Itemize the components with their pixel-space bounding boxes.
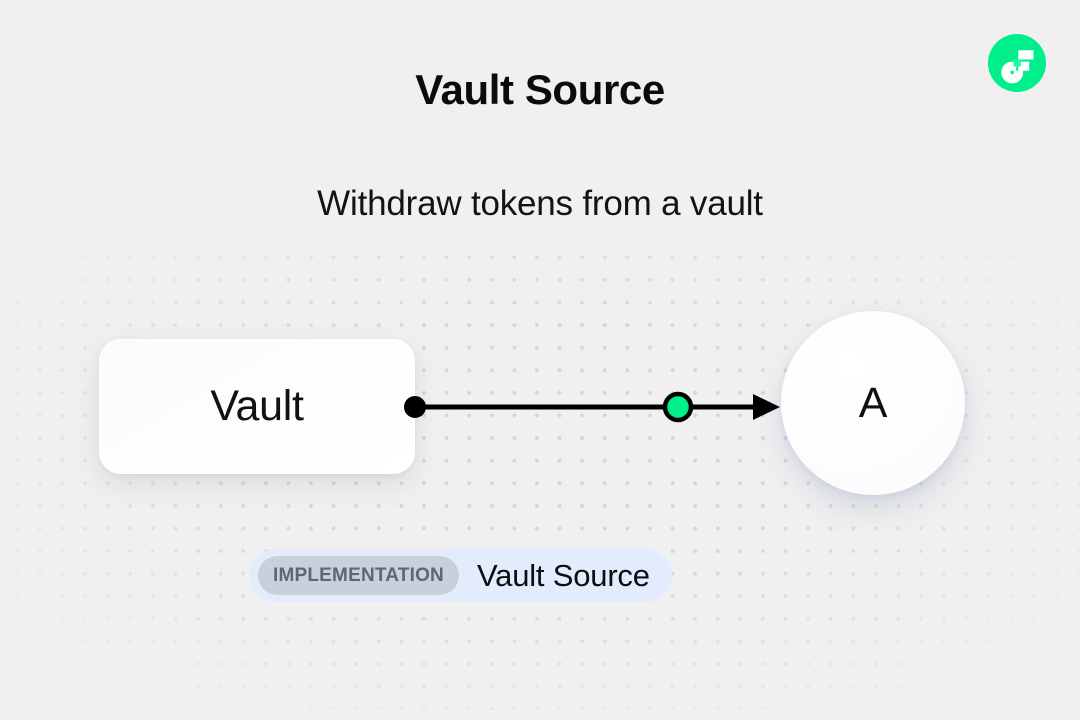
node-vault[interactable]: Vault: [99, 339, 415, 474]
page-subtitle: Withdraw tokens from a vault: [317, 184, 763, 223]
flow-logo-icon: [988, 34, 1046, 92]
implementation-name: Vault Source: [476, 557, 650, 593]
implementation-bar: IMPLEMENTATION Vault Source: [249, 549, 672, 602]
node-a[interactable]: A: [781, 311, 965, 495]
page-title: Vault Source: [415, 66, 665, 113]
implementation-badge-label: IMPLEMENTATION: [273, 564, 444, 586]
arrow-head-icon: [753, 394, 780, 420]
edge-vault-to-a[interactable]: [395, 370, 805, 446]
node-vault-label: Vault: [210, 382, 304, 430]
implementation-badge: IMPLEMENTATION: [258, 556, 459, 595]
node-a-label: A: [858, 378, 888, 427]
edge-midpoint-dot: [662, 391, 694, 423]
source-port-dot: [404, 396, 426, 418]
